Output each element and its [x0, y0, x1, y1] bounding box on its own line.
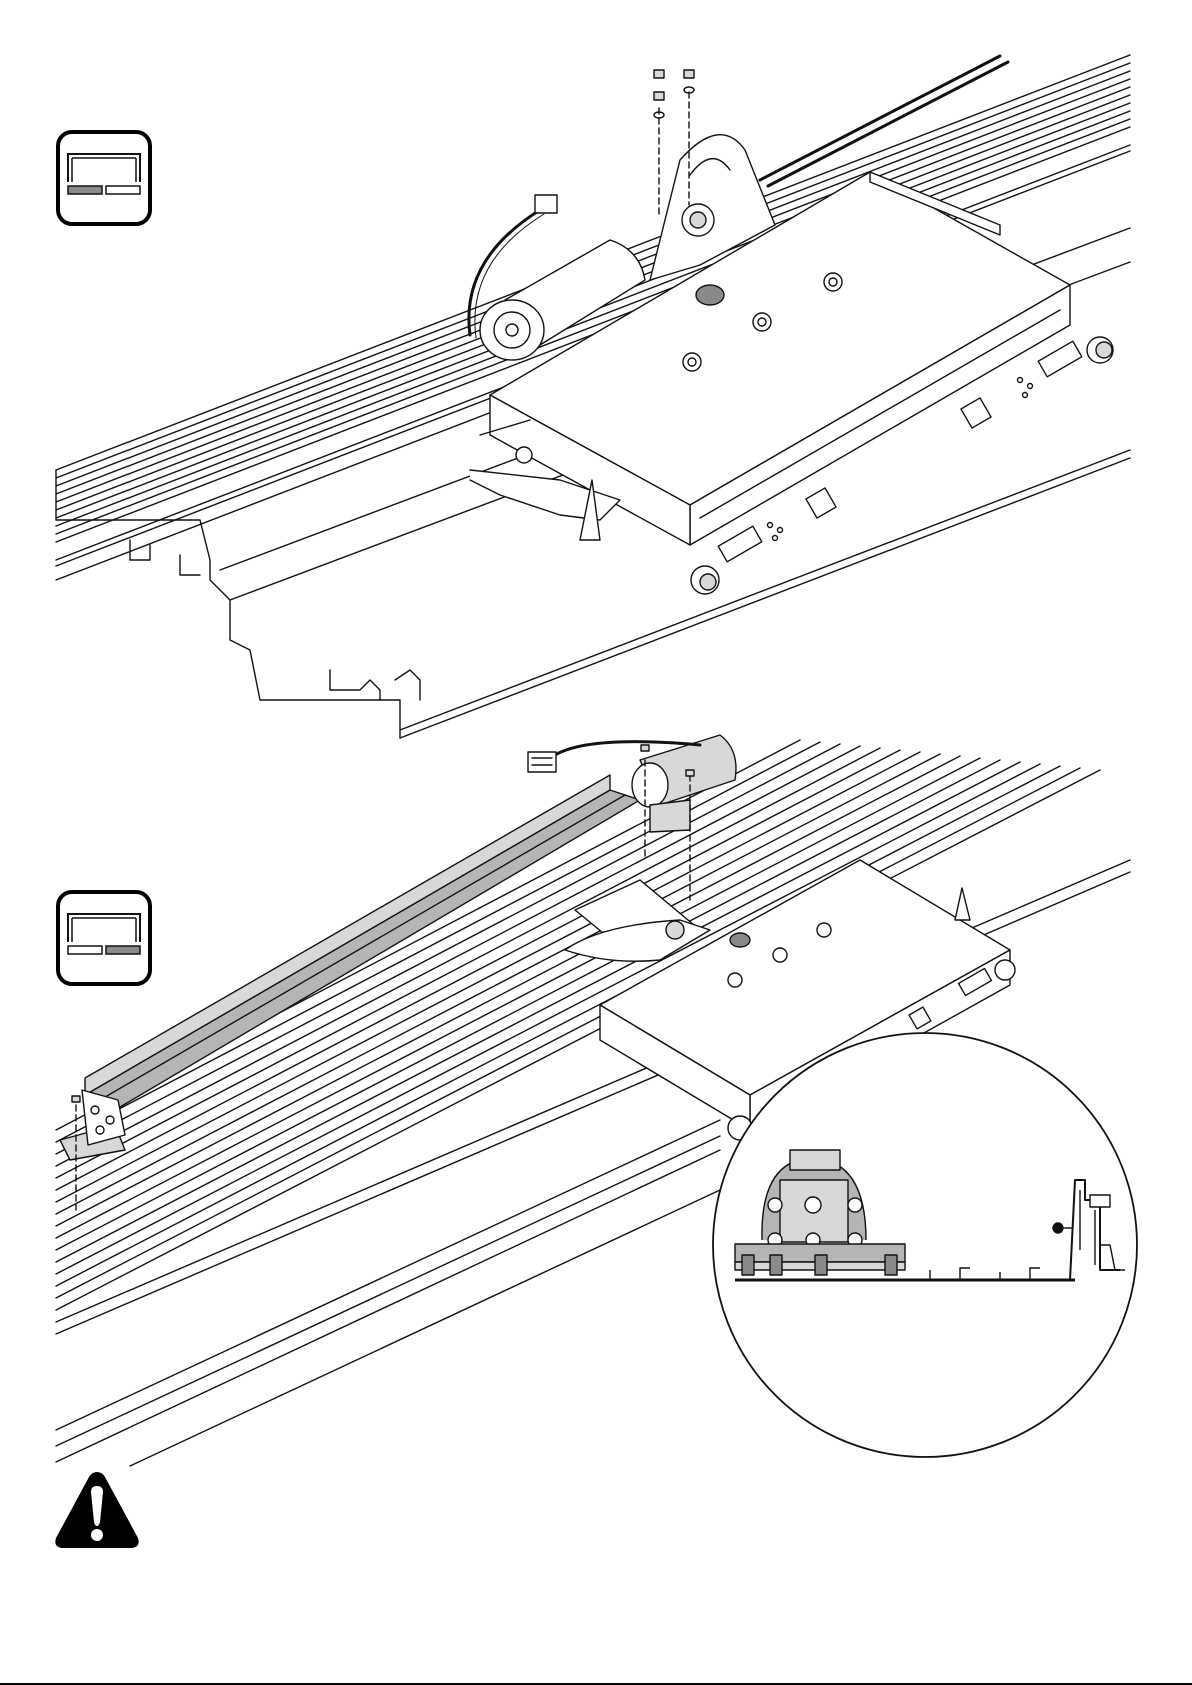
door-layout-right-leaf-highlighted-icon: [60, 894, 148, 982]
cross-section-detail-circle: [0, 0, 1192, 1470]
mounting-plate-section: [735, 1244, 905, 1275]
step-1-mode-badge: [56, 130, 152, 226]
door-layout-left-leaf-highlighted-icon: [60, 134, 148, 222]
warning-triangle-icon: [54, 1470, 140, 1550]
step-2-mode-badge: [56, 890, 152, 986]
